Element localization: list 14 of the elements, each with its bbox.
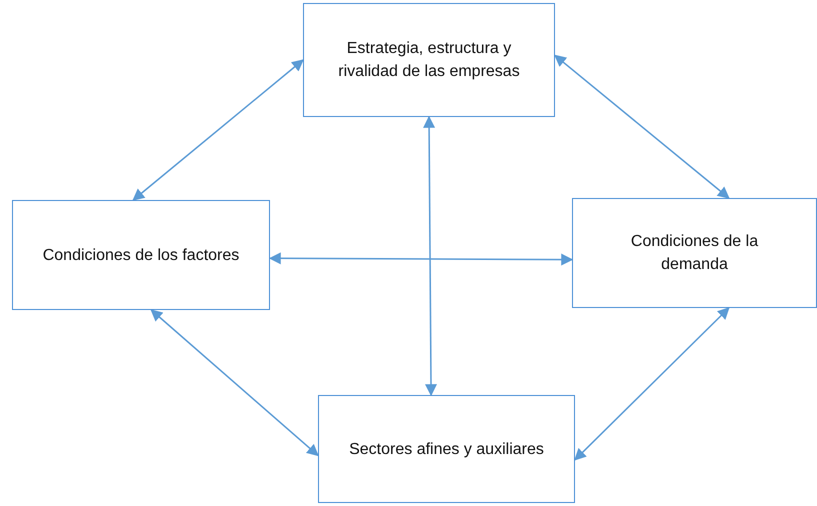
box-label: Sectores afines y auxiliares: [348, 440, 545, 460]
factor-box: [12, 200, 270, 310]
factor-box: [303, 3, 555, 117]
double-arrow: [554, 54, 730, 199]
box-label: Condiciones de la demanda: [630, 232, 760, 275]
double-arrow: [150, 309, 319, 456]
double-arrow: [574, 307, 730, 461]
factor-box: [318, 395, 575, 503]
double-arrow: [132, 59, 304, 201]
factor-box: [572, 198, 817, 308]
box-label: Condiciones de los factores: [42, 246, 240, 266]
box-label: Estrategia, estructura y rivalidad de las empresas: [337, 39, 521, 82]
double-arrow: [268, 252, 574, 266]
double-arrow: [423, 116, 437, 396]
